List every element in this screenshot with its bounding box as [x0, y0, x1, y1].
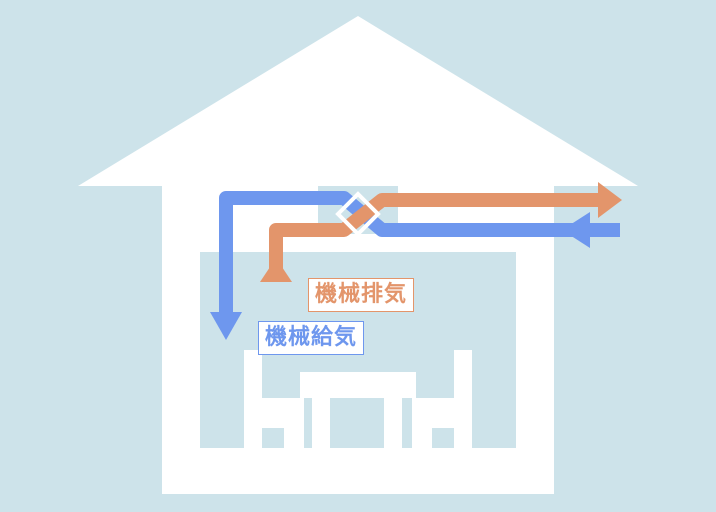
- exhaust-inlet-arrow: [260, 258, 292, 282]
- exhaust-outlet-arrow: [598, 182, 622, 218]
- exhaust-airflow: [260, 182, 622, 282]
- supply-airflow: [210, 191, 620, 340]
- supply-outlet-arrow: [210, 312, 242, 340]
- exhaust-label: 機械排気: [308, 278, 415, 312]
- house-roof: [78, 16, 638, 186]
- table-leg-right: [384, 396, 402, 448]
- supply-intake-arrow: [562, 212, 590, 248]
- right-chair-leg: [412, 398, 432, 448]
- heat-exchanger-diamond: [335, 191, 381, 237]
- table-leg-left: [312, 396, 330, 448]
- supply-duct-path: [219, 191, 620, 318]
- table-top: [300, 372, 416, 398]
- supply-label: 機械給気: [258, 321, 365, 355]
- exhaust-duct-path: [269, 193, 606, 282]
- dining-furniture: [244, 350, 472, 448]
- left-chair-leg: [284, 398, 304, 448]
